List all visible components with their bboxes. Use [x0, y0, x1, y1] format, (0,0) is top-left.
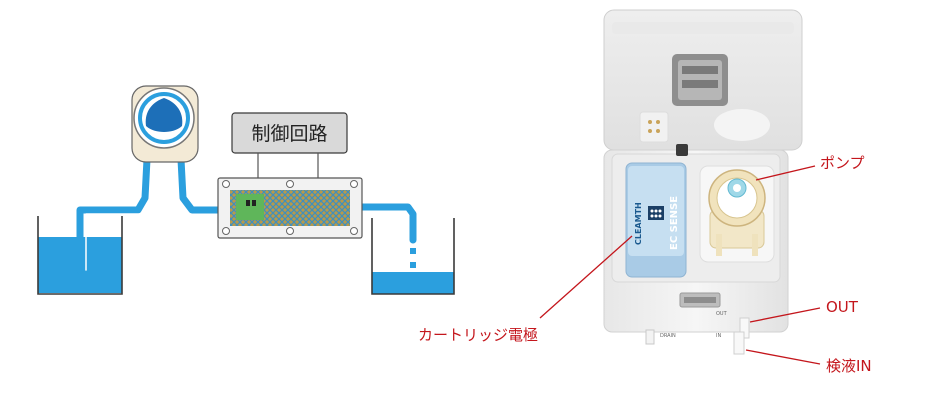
out-callout-line	[749, 307, 821, 323]
inlet-callout-line	[745, 349, 821, 365]
device-illustration: CLEAMTH EC SENSE DRAIN OUT IN	[603, 9, 803, 355]
sensor-cell	[217, 177, 363, 239]
tubing	[76, 136, 417, 274]
drain-water	[372, 272, 454, 294]
callouts: ポンプ カートリッジ電極 OUT 検液IN	[418, 154, 872, 375]
inlet-callout: 検液IN	[826, 357, 872, 375]
flow-schematic: 制御回路	[37, 85, 455, 295]
rotor-icon	[145, 98, 183, 132]
drop-2	[410, 262, 416, 268]
device-pump	[699, 165, 775, 263]
pump-callout-line	[755, 165, 816, 181]
drain-beaker	[371, 218, 455, 295]
device-ports: DRAIN OUT IN	[645, 292, 750, 355]
drop-1	[410, 248, 416, 254]
pump-schematic	[131, 85, 199, 163]
cartridge-brand-text: CLEAMTH	[634, 202, 643, 245]
circuit-board	[236, 194, 264, 220]
in-nozzle	[733, 331, 745, 355]
out-port-label: OUT	[716, 311, 728, 317]
pump-callout: ポンプ	[820, 154, 865, 172]
drain-port-label: DRAIN	[660, 333, 676, 339]
control-circuit-box: 制御回路	[231, 112, 348, 178]
cartridge-callout: カートリッジ電極	[418, 326, 538, 344]
cartridge-model-text: EC SENSE	[669, 196, 680, 250]
control-circuit-label: 制御回路	[251, 123, 327, 145]
device-lid	[603, 9, 803, 151]
sensor-chip	[648, 206, 664, 220]
cartridge-electrode: CLEAMTH EC SENSE	[625, 162, 687, 278]
cartridge-callout-line	[539, 235, 633, 319]
out-callout: OUT	[826, 298, 859, 316]
in-port-label: IN	[716, 333, 721, 339]
